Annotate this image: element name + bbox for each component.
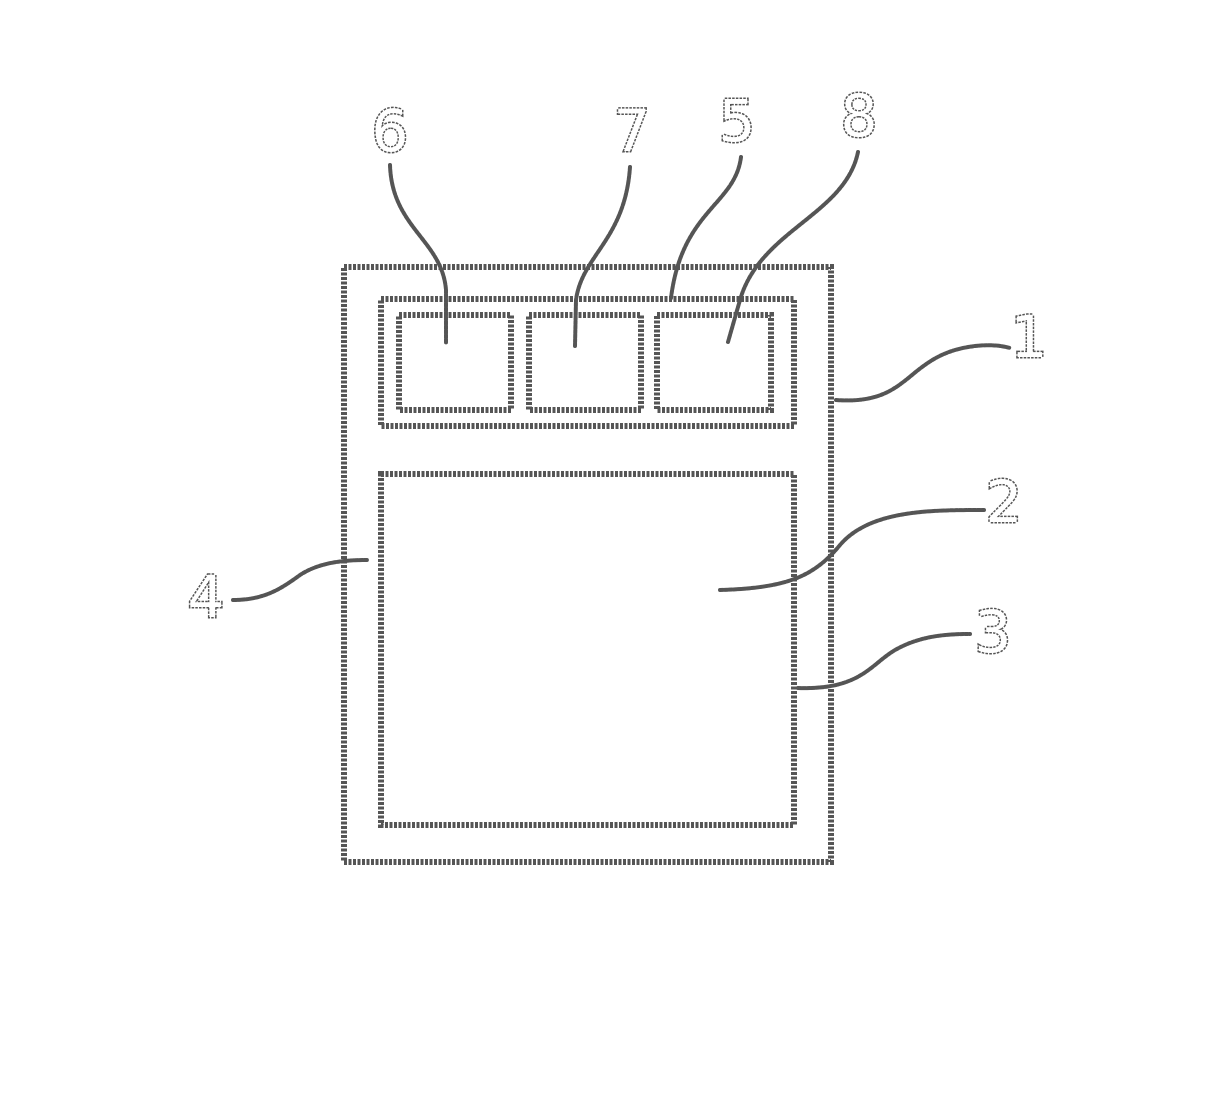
leader-2 — [720, 510, 984, 590]
ref-label-4: 4 — [188, 563, 225, 631]
leader-5 — [671, 157, 741, 298]
ref-label-5: 5 — [719, 87, 756, 155]
module-7 — [529, 315, 641, 410]
ref-label-2: 2 — [986, 468, 1023, 536]
leader-7 — [575, 167, 630, 346]
ref-label-8: 8 — [841, 82, 878, 150]
ref-label-6: 6 — [372, 97, 409, 165]
ref-label-3: 3 — [975, 598, 1012, 666]
module-6 — [399, 315, 511, 410]
main-panel — [381, 474, 794, 825]
ref-label-7: 7 — [614, 97, 651, 165]
ref-label-1: 1 — [1011, 303, 1048, 371]
module-8 — [657, 315, 771, 410]
top-module-frame — [381, 299, 794, 426]
leader-1 — [836, 345, 1010, 400]
leader-3 — [798, 634, 970, 688]
outer-housing — [344, 267, 831, 862]
